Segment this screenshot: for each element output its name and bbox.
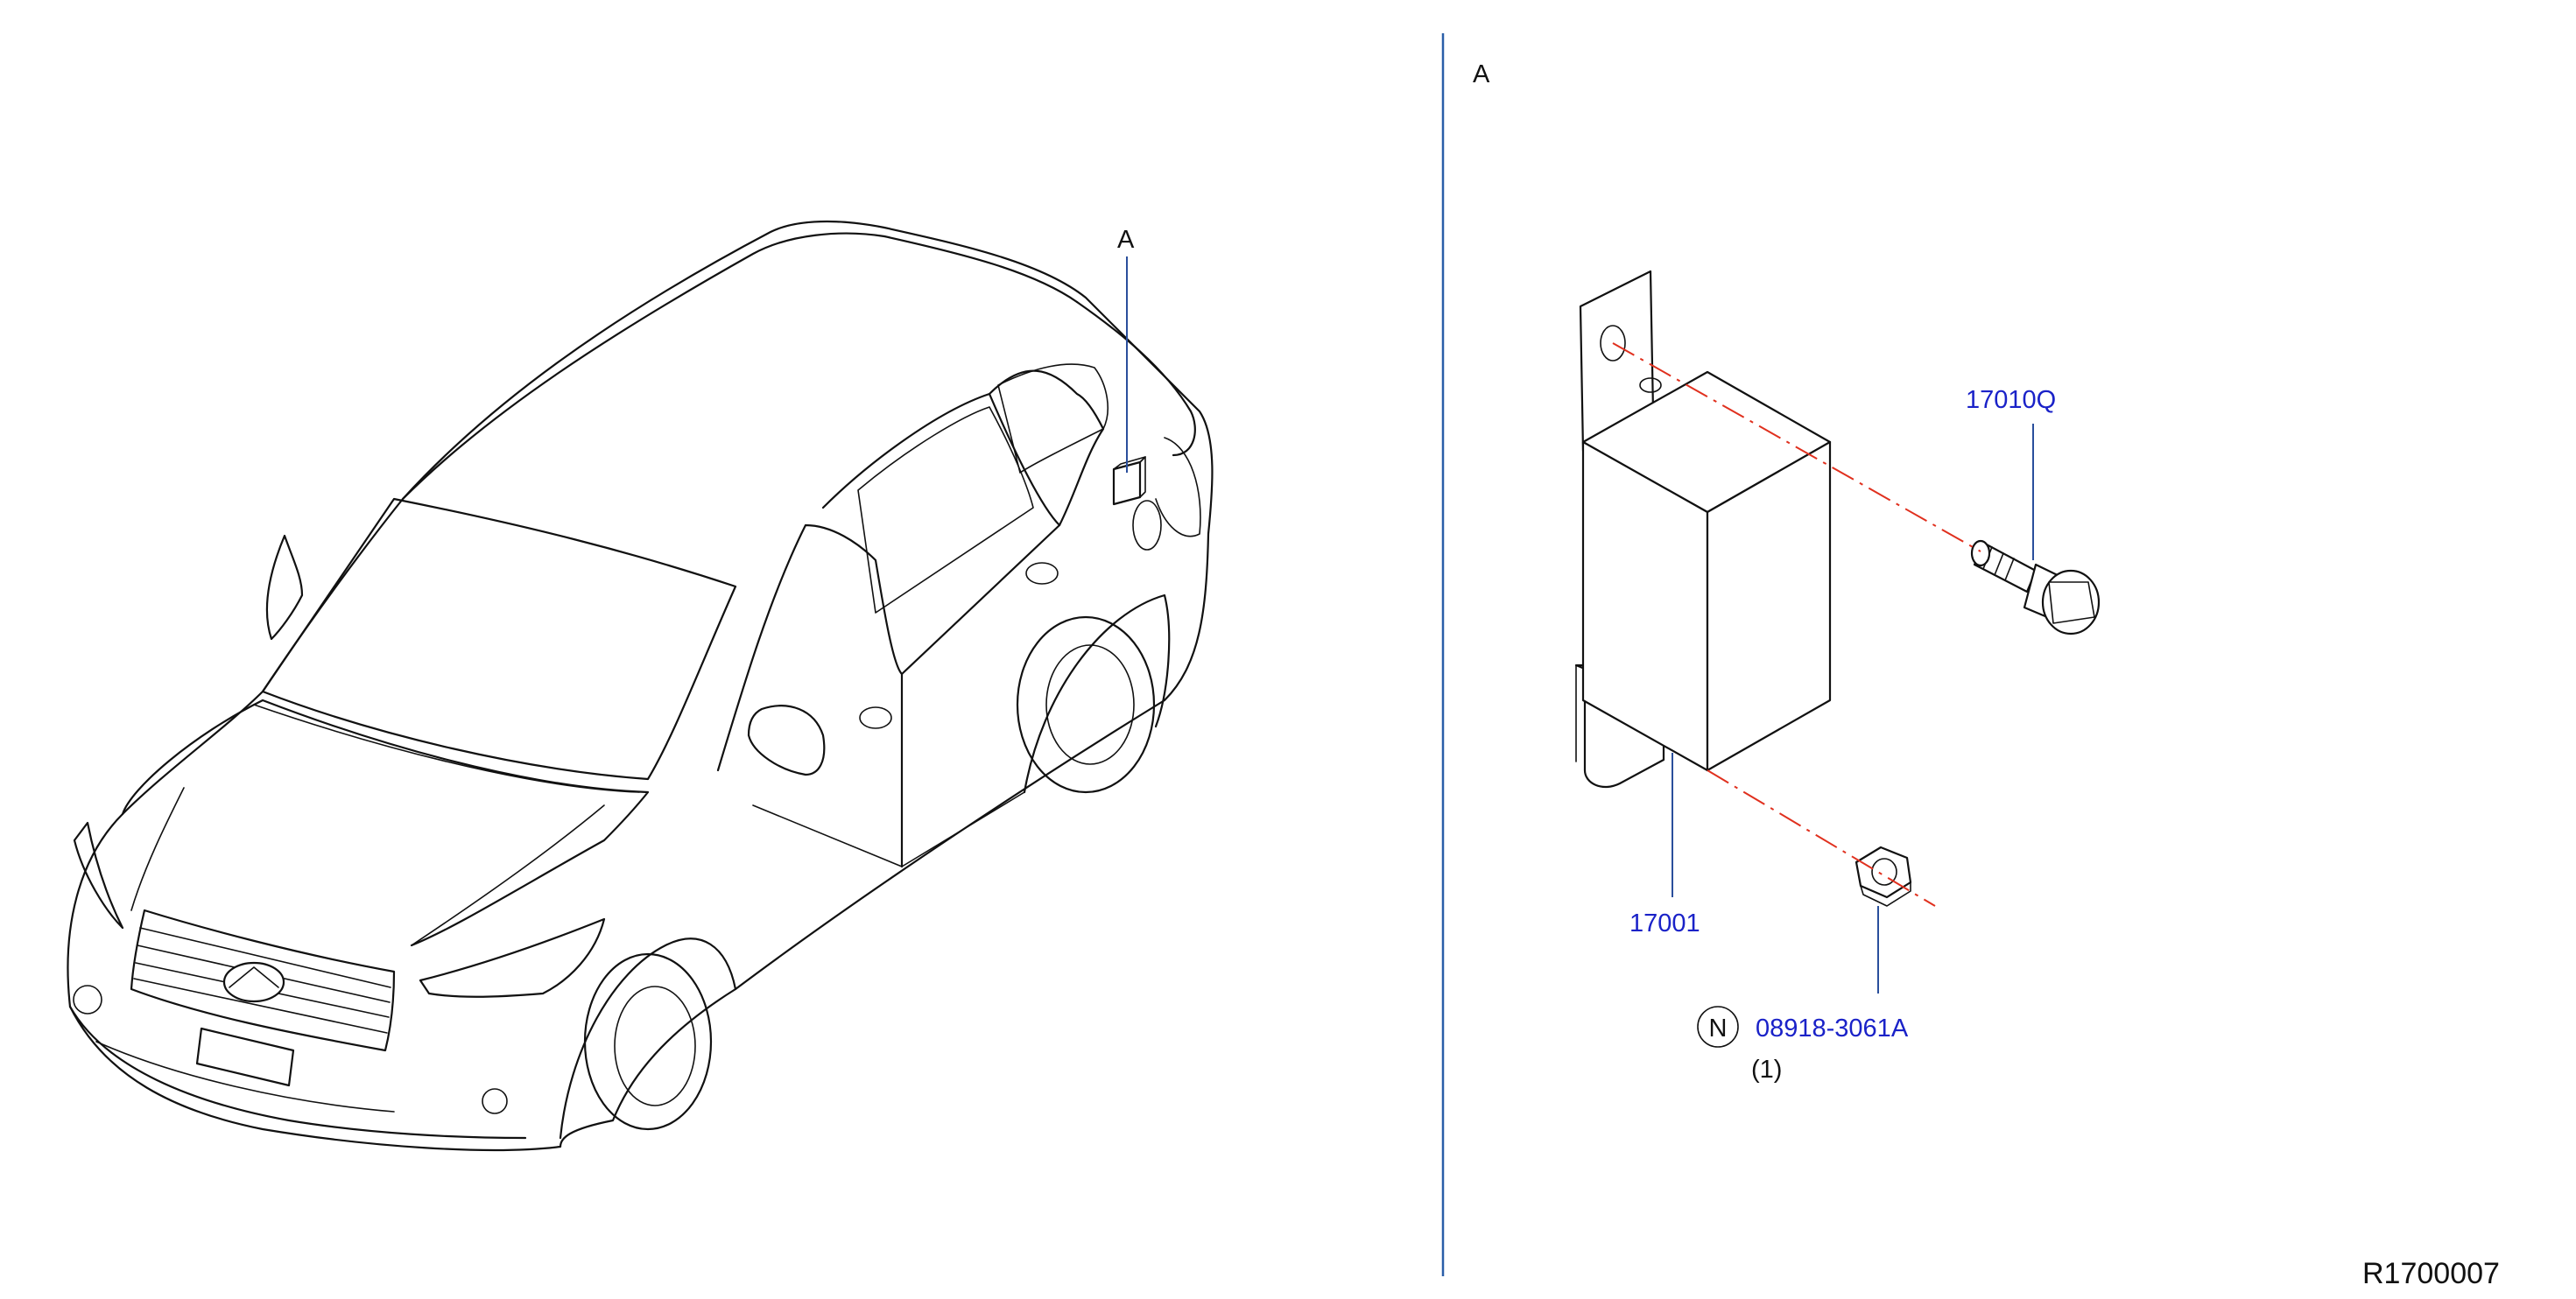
nut-quantity: (1) — [1751, 1056, 1782, 1084]
vehicle-illustration — [67, 220, 1214, 1152]
diagram-reference: R1700007 — [2362, 1257, 2500, 1290]
location-label-a: A — [1117, 226, 1135, 254]
n-symbol-circle — [1697, 1006, 1739, 1048]
bolt-axis-line — [1612, 342, 1981, 552]
module-assembly — [1574, 270, 1832, 789]
nut-symbol: N — [1709, 1015, 1728, 1043]
part-number-nut[interactable]: 08918-3061A — [1756, 1015, 1909, 1043]
bolt-illustration — [1970, 539, 2101, 635]
detail-label-a: A — [1473, 60, 1490, 88]
nut-illustration — [1855, 846, 1912, 907]
part-number-module[interactable]: 17001 — [1629, 909, 1700, 937]
part-number-bolt[interactable]: 17010Q — [1966, 386, 2056, 414]
nut-axis-line — [1707, 769, 1936, 907]
